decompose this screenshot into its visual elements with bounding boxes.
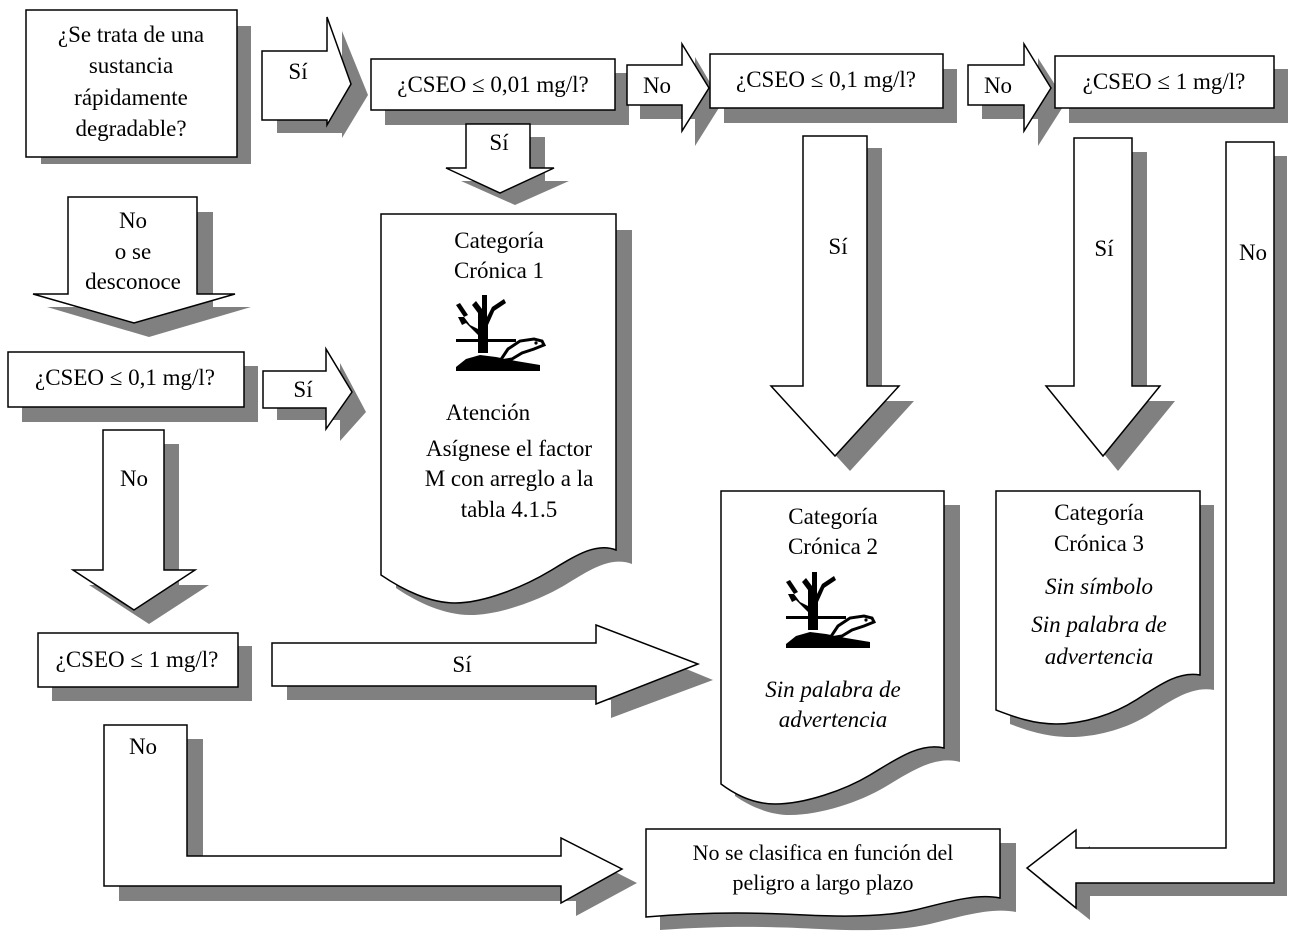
- not-classified-box: No se clasifica en función del peligro a…: [645, 828, 1016, 931]
- cronica-2-note-line-2: advertencia: [779, 707, 888, 732]
- arrow-si-left-01: Sí: [262, 346, 366, 441]
- arrow-si-down-1-label: Sí: [489, 130, 509, 155]
- question-cseo-1-top-box: ¿CSEO ≤ 1 mg/l?: [1054, 55, 1288, 123]
- arrow-si-long: Sí: [271, 623, 713, 718]
- cronica-1-note-line-1: Asígnese el factor: [426, 436, 592, 461]
- question-cseo-01-top-box: ¿CSEO ≤ 0,1 mg/l?: [709, 53, 957, 123]
- category-cronica-2: Categoría Crónica 2 Sin palabra de adver…: [720, 490, 960, 815]
- question-cseo-001-box: ¿CSEO ≤ 0,01 mg/l?: [370, 58, 629, 125]
- not-classified-line-2: peligro a largo plazo: [732, 870, 913, 895]
- no-or-unknown-line-1: No: [119, 208, 147, 233]
- arrow-no-2-label: No: [984, 73, 1012, 98]
- arrow-si-cronica-2-label: Sí: [828, 234, 848, 259]
- cseo-001-label: ¿CSEO ≤ 0,01 mg/l?: [397, 72, 589, 97]
- cronica-1-signal-word: Atención: [446, 400, 531, 425]
- category-cronica-3: Categoría Crónica 3 Sin símbolo Sin pala…: [995, 490, 1214, 737]
- arrow-no-left-down-label: No: [120, 466, 148, 491]
- arrow-no-right: No: [1025, 141, 1287, 920]
- arrow-si-cronica-3-label: Sí: [1094, 236, 1114, 261]
- arrow-si-1: Sí: [261, 16, 368, 138]
- cronica-2-title-line-1: Categoría: [788, 504, 877, 529]
- question-cseo-01-left-box: ¿CSEO ≤ 0,1 mg/l?: [7, 351, 258, 422]
- category-cronica-1: Categoría Crónica 1 Atención Asígnese el…: [380, 213, 632, 615]
- not-classified-line-1: No se clasifica en función del: [693, 840, 954, 865]
- arrow-no-bottom-left-label: No: [129, 734, 157, 759]
- degradable-line-2: sustancia: [89, 53, 173, 78]
- cronica-1-title-line-1: Categoría: [454, 228, 543, 253]
- cronica-2-note-line-1: Sin palabra de: [765, 677, 900, 702]
- cronica-3-note-line-3: advertencia: [1045, 644, 1154, 669]
- cronica-3-note-line-2: Sin palabra de: [1031, 612, 1166, 637]
- cronica-1-note-line-2: M con arreglo a la: [425, 466, 594, 491]
- cronica-2-title-line-2: Crónica 2: [788, 534, 878, 559]
- arrow-si-left-01-label: Sí: [293, 377, 313, 402]
- cseo-01-left-label: ¿CSEO ≤ 0,1 mg/l?: [35, 365, 215, 390]
- cronica-3-title-line-1: Categoría: [1054, 500, 1143, 525]
- cronica-1-title-line-2: Crónica 1: [454, 258, 544, 283]
- cronica-1-note-line-3: tabla 4.1.5: [461, 497, 557, 522]
- arrow-si-cronica-2: Sí: [769, 135, 914, 471]
- arrow-no-1: No: [626, 41, 722, 146]
- arrow-si-cronica-3: Sí: [1044, 137, 1175, 471]
- arrow-no-2: No: [967, 41, 1066, 146]
- arrow-no-bottom-left: No: [103, 724, 637, 916]
- arrow-no-left-down: No: [70, 429, 209, 624]
- arrow-no-or-unknown: No o se desconoce: [32, 196, 251, 337]
- no-or-unknown-line-2: o se: [115, 239, 151, 264]
- degradable-line-1: ¿Se trata de una: [58, 22, 204, 47]
- arrow-si-down-1: Sí: [445, 123, 569, 205]
- cseo-1-top-label: ¿CSEO ≤ 1 mg/l?: [1083, 69, 1246, 94]
- degradable-line-3: rápidamente: [74, 85, 188, 110]
- degradable-line-4: degradable?: [75, 116, 186, 141]
- arrow-no-1-label: No: [643, 73, 671, 98]
- cronica-3-note-line-1: Sin símbolo: [1045, 574, 1153, 599]
- no-or-unknown-line-3: desconoce: [85, 269, 181, 294]
- question-degradable-box: ¿Se trata de una sustancia rápidamente d…: [25, 9, 251, 164]
- cronica-3-title-line-2: Crónica 3: [1054, 531, 1144, 556]
- arrow-si-long-label: Sí: [452, 652, 472, 677]
- arrow-no-right-label: No: [1239, 240, 1267, 265]
- question-cseo-1-left-box: ¿CSEO ≤ 1 mg/l?: [37, 632, 252, 701]
- arrow-si-1-label: Sí: [288, 59, 308, 84]
- cseo-01-top-label: ¿CSEO ≤ 0,1 mg/l?: [736, 67, 916, 92]
- cseo-1-left-label: ¿CSEO ≤ 1 mg/l?: [56, 647, 219, 672]
